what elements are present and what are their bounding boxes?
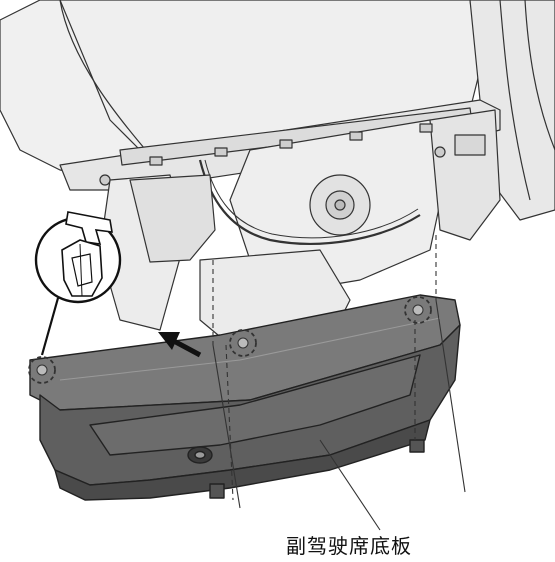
bolt-1 <box>99 174 111 186</box>
panel-mount-hole-inner <box>194 450 206 460</box>
guide-lines <box>212 235 466 531</box>
clip-markers <box>28 296 432 384</box>
clip-marker-right <box>404 296 432 324</box>
clip-right <box>412 304 424 316</box>
panel-tab-right <box>409 439 425 453</box>
rail-clip-2 <box>214 147 228 157</box>
leader-line-caption <box>319 439 381 531</box>
right-connector <box>454 134 486 156</box>
wiring-harness <box>198 159 421 245</box>
dash-right-pillar-edge <box>499 0 531 201</box>
part-label: 副驾驶席底板 <box>286 534 412 558</box>
dash-right-pillar-edge-2 <box>524 0 555 151</box>
clip-center <box>237 337 249 349</box>
callout-clip-top <box>65 211 113 245</box>
callout-clip-detail <box>71 253 93 287</box>
dash-upper-curve <box>59 0 151 156</box>
callout-leader <box>40 297 60 356</box>
push-arrow-head <box>158 332 180 350</box>
clip-left <box>36 364 48 376</box>
leader-line-right <box>435 299 466 493</box>
left-bracket <box>129 174 216 263</box>
clip-marker-center <box>229 329 257 357</box>
clip-marker-fills <box>36 304 424 376</box>
rail-clip-3 <box>279 139 293 149</box>
bolt-2 <box>434 146 446 158</box>
blower-motor-center <box>334 199 346 211</box>
clip-marker-left <box>28 356 56 384</box>
panel-rib <box>59 317 441 381</box>
panel-lower-lip <box>54 419 431 501</box>
clip-detail-magnifier-icon <box>34 211 122 356</box>
rail-clip-1 <box>149 156 163 166</box>
rail-clip-5 <box>419 123 433 133</box>
rail-clip-4 <box>349 131 363 141</box>
dashboard-structure <box>0 0 555 346</box>
guide-line-2 <box>225 344 234 501</box>
push-arrow-shaft <box>170 337 202 358</box>
passenger-under-panel <box>29 294 461 501</box>
push-arrow-icon <box>158 332 202 358</box>
callout-clip-line <box>79 243 83 297</box>
panel-recess <box>89 354 421 456</box>
leader-line-left <box>212 344 241 509</box>
panel-tab-left <box>209 483 225 499</box>
wiring-harness-2 <box>204 159 419 239</box>
right-bracket <box>429 109 501 241</box>
